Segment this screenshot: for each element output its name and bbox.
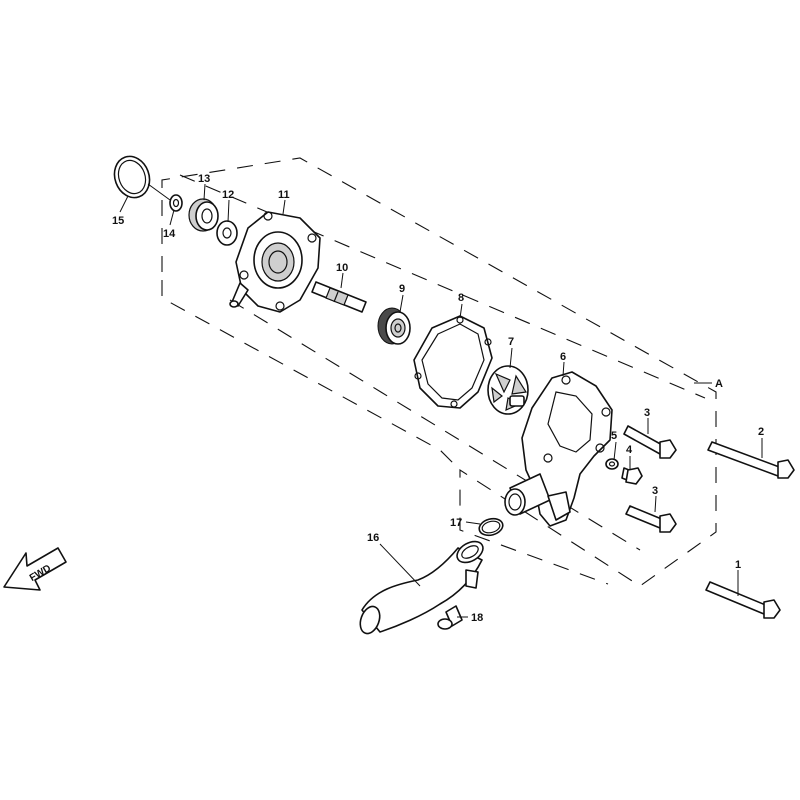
mechanical-seal-part-9: [377, 307, 411, 345]
impeller-part-7: [487, 365, 529, 415]
callout-8: 8: [458, 292, 464, 304]
callout-12: 12: [222, 189, 234, 201]
o-ring-part-15: [113, 155, 151, 199]
seal-part-14: [169, 194, 183, 212]
callout-14: 14: [163, 228, 176, 240]
callout-9: 9: [399, 283, 405, 295]
callout-7: 7: [508, 336, 514, 348]
callout-15: 15: [112, 215, 124, 227]
bolt-part-18: [437, 605, 463, 630]
washer-part-12: [216, 220, 238, 246]
pump-body-part-11: [229, 211, 321, 313]
callout-2: 2: [758, 426, 764, 438]
callout-13: 13: [198, 173, 210, 185]
callout-11: 11: [278, 189, 290, 201]
callout-6: 6: [560, 351, 566, 363]
bolt-part-3-upper: [623, 425, 677, 459]
bolt-part-3-lower: [625, 505, 677, 533]
callout-18: 18: [471, 612, 483, 624]
leader-lines: [119, 183, 763, 618]
reference-mark-a: A: [715, 378, 723, 390]
long-bolt-part-2: [707, 441, 795, 479]
callout-10: 10: [336, 262, 348, 274]
callout-16: 16: [367, 532, 379, 544]
callout-4: 4: [626, 444, 633, 456]
callout-3b: 3: [652, 485, 658, 497]
shaft-part-10: [311, 281, 367, 313]
forward-arrow-icon: FWD: [3, 547, 67, 591]
callout-17: 17: [450, 517, 462, 529]
callout-1: 1: [735, 559, 741, 571]
long-bolt-part-1: [705, 581, 781, 619]
bearing-part-13: [188, 198, 219, 232]
callout-labels: 1 2 3 3 4 5 6 7 8 9 10 11 12 13 14 15 16…: [112, 173, 764, 624]
callout-3a: 3: [644, 407, 650, 419]
o-ring-part-17: [478, 517, 504, 537]
pump-housing-part-6: [504, 371, 613, 527]
washer-part-5: [605, 458, 619, 470]
gasket-part-8: [413, 315, 493, 409]
callout-5: 5: [611, 430, 617, 442]
drain-bolt-part-4: [621, 467, 643, 485]
inlet-pipe-part-16: [359, 540, 484, 635]
